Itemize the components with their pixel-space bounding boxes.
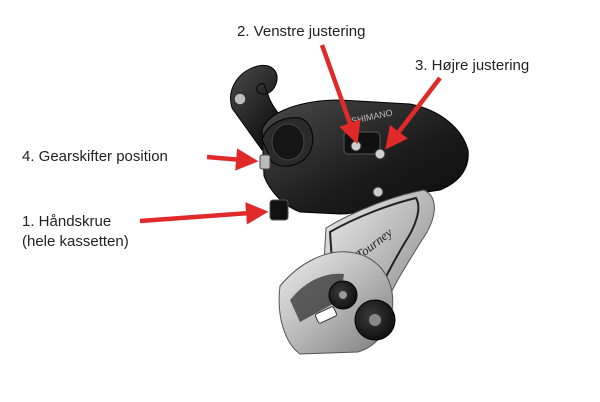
derailleur-body: SHIMANO (259, 99, 469, 221)
limit-screw-right-icon (374, 148, 386, 160)
arrow-hojre-icon (385, 76, 442, 150)
arrow-gearskifter-icon (206, 148, 259, 171)
annotation-arrows (139, 44, 442, 225)
label-handskrue-line1: 1. Håndskrue (22, 213, 112, 230)
hand-screw (269, 199, 289, 221)
hanger-bolt-icon (233, 92, 247, 106)
label-hojre-justering: 3. Højre justering (415, 57, 530, 74)
label-venstre-justering: 2. Venstre justering (237, 23, 366, 40)
cable-bolt-icon (259, 154, 271, 170)
label-handskrue-line2: (hele kassetten) (22, 233, 129, 250)
label-handskrue: 1. Håndskrue (hele kassetten) (22, 212, 129, 252)
limit-screw-left-icon (350, 140, 362, 152)
arrow-handskrue-icon (139, 202, 269, 225)
label-gearskifter-position: 4. Gearskifter position (22, 148, 168, 165)
arrow-venstre-icon (319, 44, 361, 145)
derailleur-cage: Tourney (278, 189, 435, 355)
